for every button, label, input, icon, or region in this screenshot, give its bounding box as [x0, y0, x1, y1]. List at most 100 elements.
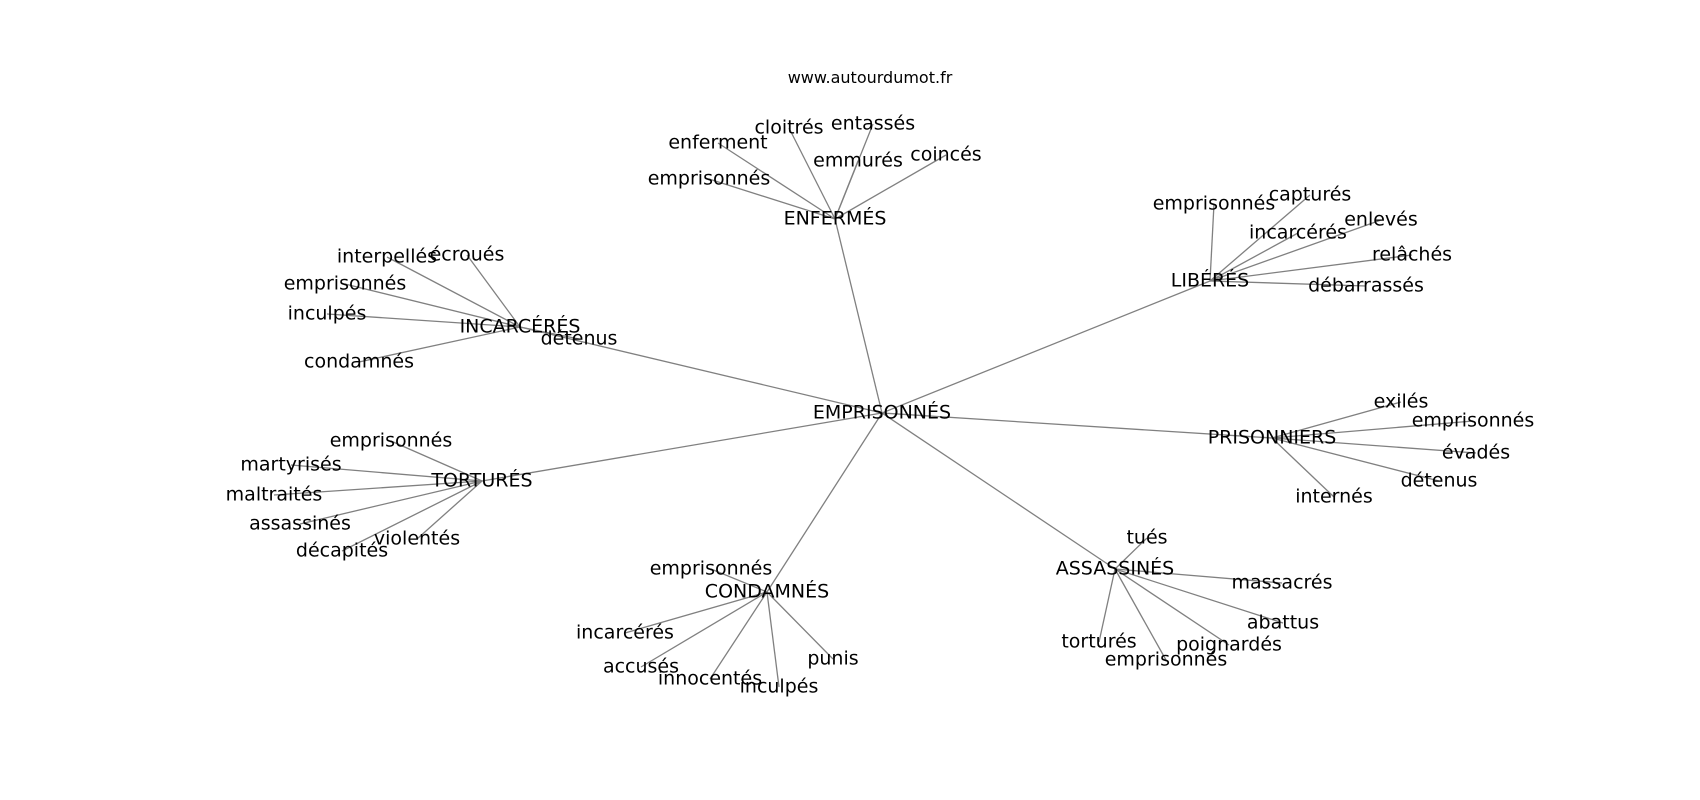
- leaf-node: maltraités: [226, 484, 323, 506]
- leaf-node: poignardés: [1176, 634, 1282, 656]
- edge-hub-leaf: [1114, 568, 1284, 624]
- leaf-node: entassés: [831, 113, 915, 135]
- leaf-node: emmurés: [813, 150, 903, 172]
- edge-center-hub: [834, 218, 883, 414]
- edge-hub-leaf: [766, 591, 834, 660]
- edge-hub-leaf: [519, 326, 580, 340]
- edge-hub-leaf: [640, 591, 768, 668]
- edge-hub-leaf: [708, 178, 836, 220]
- hub-node: LIBÉRÉS: [1171, 269, 1250, 292]
- hub-node: ASSASSINÉS: [1056, 557, 1174, 580]
- edge-center-hub: [881, 412, 1116, 570]
- edge-hub-leaf: [709, 591, 768, 680]
- edge-hub-leaf: [358, 326, 521, 363]
- leaf-node: emprisonnés: [1153, 193, 1276, 215]
- edge-hub-leaf: [344, 283, 521, 328]
- edge-hub-leaf: [1209, 219, 1382, 282]
- leaf-node: tués: [1126, 527, 1167, 549]
- leaf-node: emprisonnés: [1412, 410, 1535, 432]
- edge-hub-leaf: [386, 256, 521, 328]
- edge-hub-leaf: [290, 464, 483, 482]
- edge-hub-leaf: [1271, 437, 1477, 454]
- edge-hub-leaf: [341, 480, 483, 552]
- edge-hub-leaf: [1271, 437, 1440, 482]
- leaf-node: interpellés: [337, 246, 437, 268]
- edge-hub-leaf: [1114, 568, 1283, 584]
- leaf-node: inculpés: [740, 676, 819, 698]
- edge-center-hub: [519, 326, 883, 414]
- leaf-node: incarcérés: [576, 622, 674, 644]
- leaf-node: évadés: [1442, 442, 1510, 464]
- leaf-node: violentés: [374, 528, 460, 550]
- edge-center-hub: [766, 412, 883, 593]
- edge-hub-leaf: [717, 142, 836, 220]
- leaf-node: coincés: [910, 144, 981, 166]
- leaf-node: emprisonnés: [284, 273, 407, 295]
- edge-hub-leaf: [1114, 568, 1230, 646]
- edge-hub-leaf: [299, 480, 483, 525]
- edge-hub-leaf: [1209, 194, 1311, 282]
- edge-hub-leaf: [1209, 254, 1413, 282]
- edge-hub-leaf: [1271, 401, 1402, 439]
- source-label: www.autourdumot.fr: [788, 68, 953, 87]
- hub-node: INCARCÉRÉS: [460, 315, 581, 338]
- leaf-node: abattus: [1247, 612, 1319, 634]
- leaf-node: cloitrés: [754, 117, 823, 139]
- edge-hub-leaf: [1271, 437, 1335, 498]
- leaf-node: écroués: [430, 244, 505, 266]
- leaf-node: torturés: [1061, 631, 1136, 653]
- leaf-node: emprisonnés: [650, 558, 773, 580]
- edge-hub-leaf: [390, 440, 483, 482]
- center-node: EMPRISONNÉS: [813, 401, 951, 424]
- leaf-node: massacrés: [1231, 572, 1332, 594]
- hub-node: TORTURÉS: [430, 469, 532, 492]
- leaf-node: emprisonnés: [648, 168, 771, 190]
- leaf-node: détenus: [1401, 470, 1478, 492]
- edge-hub-leaf: [416, 480, 483, 540]
- edge-center-hub: [881, 280, 1211, 414]
- edges: [273, 123, 1477, 688]
- leaf-node: martyrisés: [240, 454, 341, 476]
- edge-hub-leaf: [273, 480, 483, 496]
- edge-hub-leaf: [466, 254, 521, 328]
- leaf-node: condamnés: [304, 351, 414, 373]
- leaf-node: internés: [1295, 486, 1373, 508]
- leaf-node: enferment: [668, 132, 767, 154]
- leaf-node: capturés: [1269, 184, 1352, 206]
- leaf-node: innocentés: [658, 668, 762, 690]
- hub-node: PRISONNIERS: [1208, 427, 1337, 449]
- edge-hub-leaf: [1271, 420, 1474, 439]
- edge-hub-leaf: [788, 127, 836, 220]
- leaf-node: inculpés: [288, 303, 367, 325]
- edge-hub-leaf: [1209, 280, 1367, 287]
- leaf-node: exilés: [1374, 391, 1429, 413]
- leaf-node: emprisonnés: [330, 430, 453, 452]
- edge-hub-leaf: [834, 160, 859, 220]
- edge-hub-leaf: [624, 591, 768, 634]
- leaf-node: assassinés: [249, 513, 351, 535]
- edge-hub-leaf: [1114, 568, 1167, 661]
- leaf-node: détenus: [541, 328, 618, 350]
- edge-hub-leaf: [710, 568, 768, 593]
- leaf-node: emprisonnés: [1105, 649, 1228, 671]
- edge-center-hub: [881, 412, 1273, 439]
- leaf-node: débarrassés: [1308, 275, 1424, 297]
- leaf-node: enlevés: [1344, 209, 1418, 231]
- leaf-node: relâchés: [1372, 244, 1452, 266]
- edge-hub-leaf: [1209, 203, 1215, 282]
- hub-node: CONDAMNÉS: [705, 580, 829, 603]
- leaf-node: incarcérés: [1249, 222, 1347, 244]
- edge-hub-leaf: [1098, 568, 1116, 643]
- edge-hub-leaf: [834, 154, 947, 220]
- leaf-node: accusés: [603, 656, 679, 678]
- edge-center-hub: [481, 412, 883, 482]
- hub-node: ENFERMÉS: [784, 207, 887, 230]
- edge-hub-leaf: [1114, 537, 1148, 570]
- edge-hub-leaf: [766, 591, 780, 688]
- edge-hub-leaf: [326, 313, 521, 328]
- edge-hub-leaf: [1209, 232, 1299, 282]
- leaf-node: punis: [807, 648, 858, 670]
- leaf-node: décapités: [296, 540, 388, 562]
